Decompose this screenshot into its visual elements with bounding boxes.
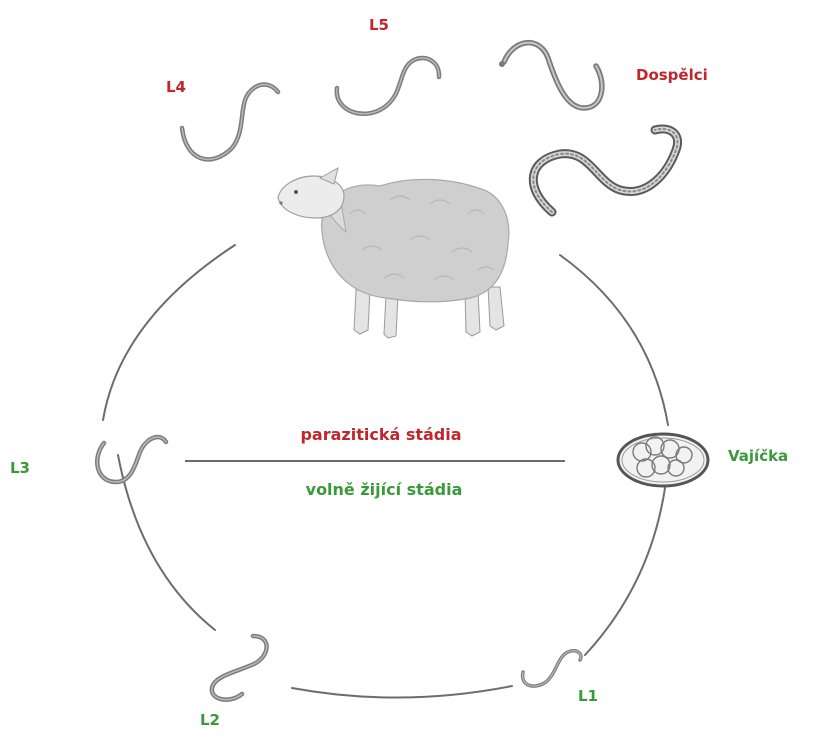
label-eggs: Vajíčka [728, 449, 788, 464]
label-l5: L5 [369, 18, 389, 33]
label-l1: L1 [578, 689, 598, 704]
label-l4: L4 [166, 80, 186, 95]
adult-worm-icon-1 [499, 43, 602, 108]
label-adults: Dospělci [636, 68, 708, 83]
larva-l1-icon [523, 651, 581, 686]
label-l2: L2 [200, 713, 220, 728]
cycle-arc-lower-left [118, 455, 215, 630]
sheep-icon [278, 168, 509, 338]
egg-icon [618, 434, 708, 486]
adult-worm-icon-2 [533, 129, 677, 212]
cycle-arc-upper-left [103, 245, 235, 420]
larva-l5-icon [337, 58, 439, 114]
label-l3: L3 [10, 461, 30, 476]
label-free-living-stages: volně žijící stádia [306, 482, 463, 498]
larva-l3-icon [97, 437, 166, 482]
larva-l2-icon [212, 636, 267, 700]
label-parasitic-stages: parazitická stádia [300, 427, 461, 443]
cycle-arc-lower-right [585, 488, 665, 655]
cycle-arc-upper-right [560, 255, 668, 425]
larva-l4-icon [182, 85, 278, 160]
cycle-arc-bottom [292, 686, 512, 698]
